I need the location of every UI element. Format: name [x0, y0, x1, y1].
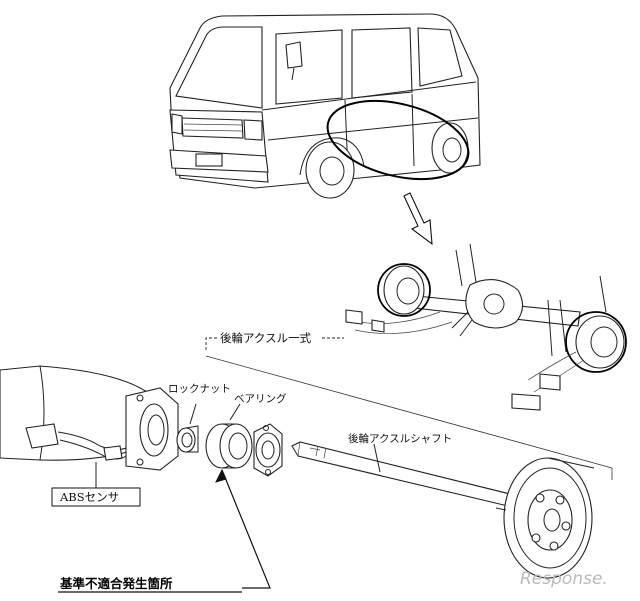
- nonconformity-callout: 基準不適合発生箇所: [58, 468, 271, 593]
- response-watermark: Response.: [520, 569, 608, 589]
- zoom-arrow: [403, 192, 433, 246]
- axle-assembly-illustration: [345, 243, 627, 411]
- nonconformity-location-label: 基準不適合発生箇所: [59, 576, 173, 591]
- rear-axle-assembly-callout: 後輪アクスル一式: [205, 331, 613, 480]
- van-illustration: [169, 13, 481, 199]
- bearing-illustration: ベアリング: [205, 392, 287, 469]
- rear-axle-shaft-label: 後輪アクスルシャフト: [348, 432, 452, 445]
- rear-axle-assembly-label: 後輪アクスル一式: [220, 331, 312, 345]
- seal-retainer-illustration: [253, 423, 283, 477]
- lock-nut-illustration: ロックナット: [168, 383, 231, 453]
- abs-sensor-label: ABSセンサ: [59, 490, 119, 504]
- lock-nut-label: ロックナット: [168, 383, 231, 395]
- hub-and-abs-sensor-illustration: ABSセンサ: [0, 365, 179, 507]
- axle-shaft-illustration: 後輪アクスルシャフト: [291, 432, 595, 579]
- bearing-label: ベアリング: [234, 392, 287, 405]
